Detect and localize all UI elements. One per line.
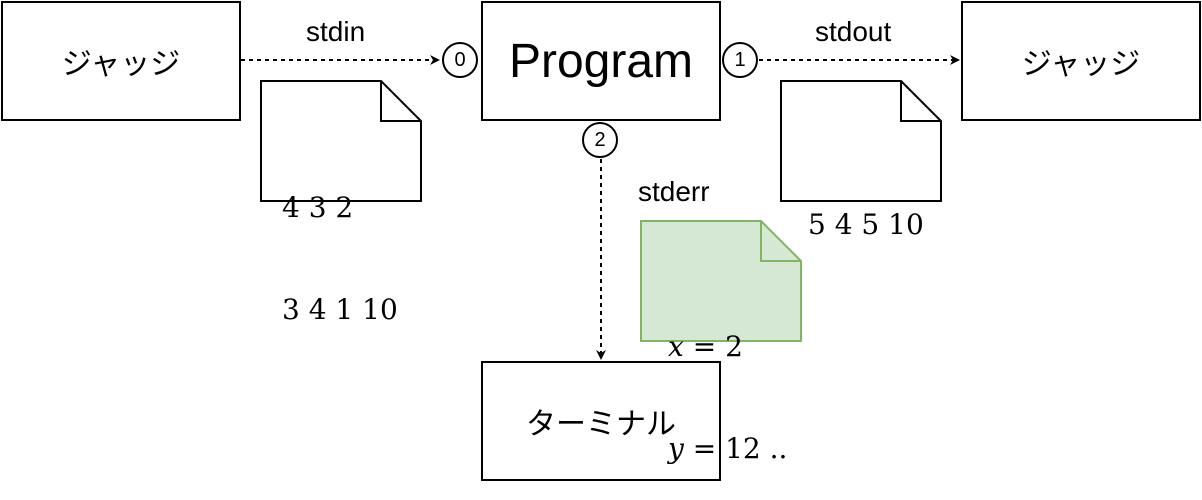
stdin-line-2: 3 4 1 10 (282, 293, 398, 326)
terminal-label: ターミナル (526, 407, 676, 442)
stderr-var-x: x (668, 330, 684, 363)
fd-1-badge: 1 (722, 42, 758, 78)
stdout-note (780, 80, 942, 202)
terminal-box: ターミナル (481, 361, 721, 481)
program-box: Program (481, 1, 721, 121)
stderr-note-text: x = 2 y = 12 .. (668, 262, 787, 500)
program-label: Program (508, 34, 694, 88)
stdout-note-text: 5 4 5 10 (808, 140, 924, 276)
stdin-line-1: 4 3 2 (282, 191, 354, 224)
stdout-line-1: 5 4 5 10 (808, 208, 924, 241)
stdin-note (260, 80, 422, 202)
judge-left-label: ジャッジ (61, 47, 181, 82)
stdin-note-text: 4 3 2 3 4 1 10 (282, 123, 398, 361)
judge-right-box: ジャッジ (961, 1, 1201, 121)
stderr-note (640, 220, 802, 342)
judge-right-label: ジャッジ (1021, 47, 1141, 82)
judge-left-box: ジャッジ (1, 1, 241, 121)
stdin-label: stdin (306, 16, 366, 47)
stderr-line-2: y = 12 .. (668, 432, 788, 465)
stderr-var-y: y (668, 432, 684, 465)
stderr-line-1: x = 2 (668, 330, 743, 363)
stdout-label: stdout (815, 16, 892, 47)
fd-0-badge: 0 (442, 42, 478, 78)
fd-2-badge: 2 (582, 122, 618, 158)
diagram-canvas (241, 55, 960, 360)
stderr-label: stderr (638, 176, 710, 207)
